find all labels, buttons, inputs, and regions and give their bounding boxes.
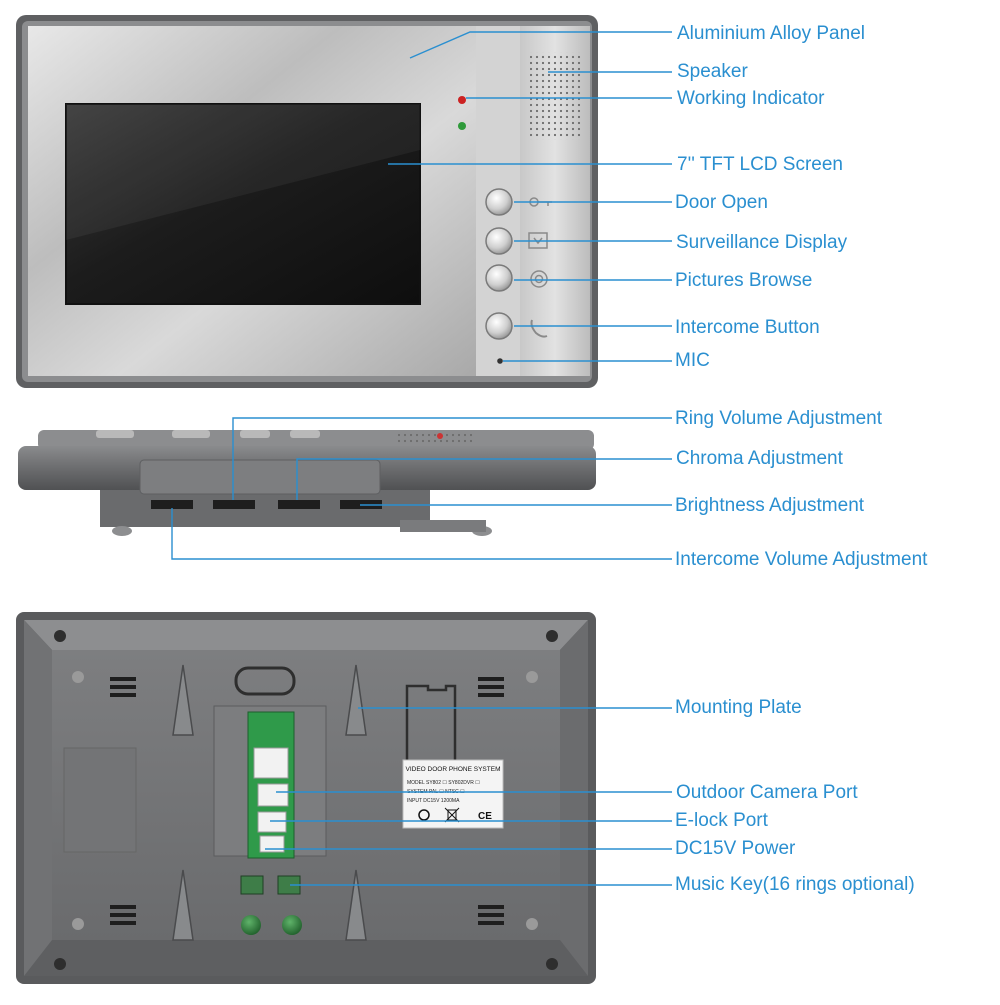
leader-aluminium-alloy-panel xyxy=(409,31,672,59)
callout-outdoor-camera-port: Outdoor Camera Port xyxy=(676,782,858,803)
sticker-row: MODEL SY802 ☐ SY802DVR ☐ xyxy=(407,780,480,786)
sticker-title: VIDEO DOOR PHONE SYSTEM xyxy=(406,766,501,773)
rear-screw xyxy=(72,918,84,930)
label-sticker: VIDEO DOOR PHONE SYSTEM MODEL SY802 ☐ SY… xyxy=(402,759,504,829)
callout-leader-lines xyxy=(171,31,672,886)
rear-bevel-left xyxy=(24,620,52,976)
leader-intercome-volume-adjustment xyxy=(171,508,672,560)
rear-bevel-top xyxy=(24,620,588,650)
mic-hole xyxy=(497,358,503,364)
ring-volume-slider[interactable] xyxy=(213,500,255,509)
rear-mount-outline xyxy=(405,684,457,760)
leader-chroma-adjustment xyxy=(296,458,672,500)
power-jack xyxy=(240,875,264,895)
weee-bin-icon xyxy=(444,807,460,823)
green-indicator-led xyxy=(458,122,466,130)
rear-screw xyxy=(546,630,558,642)
rear-green-knob xyxy=(282,915,302,935)
rear-bevel-right xyxy=(560,620,588,976)
side-button-knob xyxy=(290,430,320,438)
rear-handle-slot xyxy=(234,666,296,696)
pictures-browse-button[interactable] xyxy=(485,264,513,292)
rear-screw xyxy=(54,630,66,642)
rear-screw xyxy=(54,958,66,970)
ce-mark: CE xyxy=(478,811,492,822)
dc15v-power-port[interactable] xyxy=(259,835,285,853)
callout-dc15v-power: DC15V Power xyxy=(675,838,796,859)
callout-tft-lcd-screen: 7'' TFT LCD Screen xyxy=(677,154,843,175)
callout-intercome-volume-adjustment: Intercome Volume Adjustment xyxy=(675,549,928,570)
door-open-button[interactable] xyxy=(485,188,513,216)
certification-mark-icon xyxy=(418,809,430,821)
intercome-volume-slider[interactable] xyxy=(151,500,193,509)
front-view xyxy=(16,15,598,388)
intercome-button[interactable] xyxy=(485,312,513,340)
red-indicator-led xyxy=(458,96,466,104)
callout-intercome-button: Intercome Button xyxy=(675,317,820,338)
side-control-bay xyxy=(139,459,381,495)
side-foot xyxy=(112,526,132,536)
side-vent xyxy=(395,434,475,444)
rear-screw xyxy=(526,671,538,683)
callout-brightness-adjustment: Brightness Adjustment xyxy=(675,495,865,516)
lcd-screen xyxy=(65,103,421,305)
rear-vent xyxy=(110,677,504,925)
rear-screw xyxy=(72,671,84,683)
callout-e-lock-port: E-lock Port xyxy=(675,810,768,831)
rear-green-knob xyxy=(241,915,261,935)
connector-block xyxy=(253,747,289,779)
rear-bevel-bottom xyxy=(24,940,588,976)
side-button-knob xyxy=(240,430,270,438)
callout-music-key: Music Key(16 rings optional) xyxy=(675,874,915,895)
screen-glare xyxy=(66,104,420,240)
callout-door-open: Door Open xyxy=(675,192,768,213)
rear-view: VIDEO DOOR PHONE SYSTEM MODEL SY802 ☐ SY… xyxy=(16,612,596,984)
callout-mounting-plate: Mounting Plate xyxy=(675,697,802,718)
callout-chroma-adjustment: Chroma Adjustment xyxy=(676,448,843,469)
sticker-row: INPUT DC15V 1200MA xyxy=(407,798,460,804)
side-button-knob xyxy=(96,430,134,438)
side-foot-bar xyxy=(400,520,486,532)
callout-aluminium-alloy-panel: Aluminium Alloy Panel xyxy=(677,23,865,44)
callout-mic: MIC xyxy=(675,350,710,371)
callout-ring-volume-adjustment: Ring Volume Adjustment xyxy=(675,408,883,429)
callout-surveillance-display: Surveillance Display xyxy=(676,232,848,253)
camera-icon xyxy=(530,270,548,288)
side-button-knob xyxy=(172,430,210,438)
speaker-grille xyxy=(530,52,582,140)
side-view xyxy=(18,430,596,536)
chroma-slider[interactable] xyxy=(278,500,320,509)
e-lock-port[interactable] xyxy=(257,811,287,833)
callout-pictures-browse: Pictures Browse xyxy=(675,270,813,291)
callout-speaker: Speaker xyxy=(677,61,748,82)
leader-ring-volume-adjustment xyxy=(232,417,672,500)
rear-screw xyxy=(546,958,558,970)
rear-screw xyxy=(526,918,538,930)
rear-blank-plate xyxy=(63,747,137,853)
surveillance-display-button[interactable] xyxy=(485,227,513,255)
outdoor-camera-port[interactable] xyxy=(257,783,289,807)
side-led xyxy=(437,433,443,439)
phone-handset-icon xyxy=(530,319,548,338)
callout-working-indicator: Working Indicator xyxy=(677,88,825,109)
mounting-hooks xyxy=(172,664,367,941)
